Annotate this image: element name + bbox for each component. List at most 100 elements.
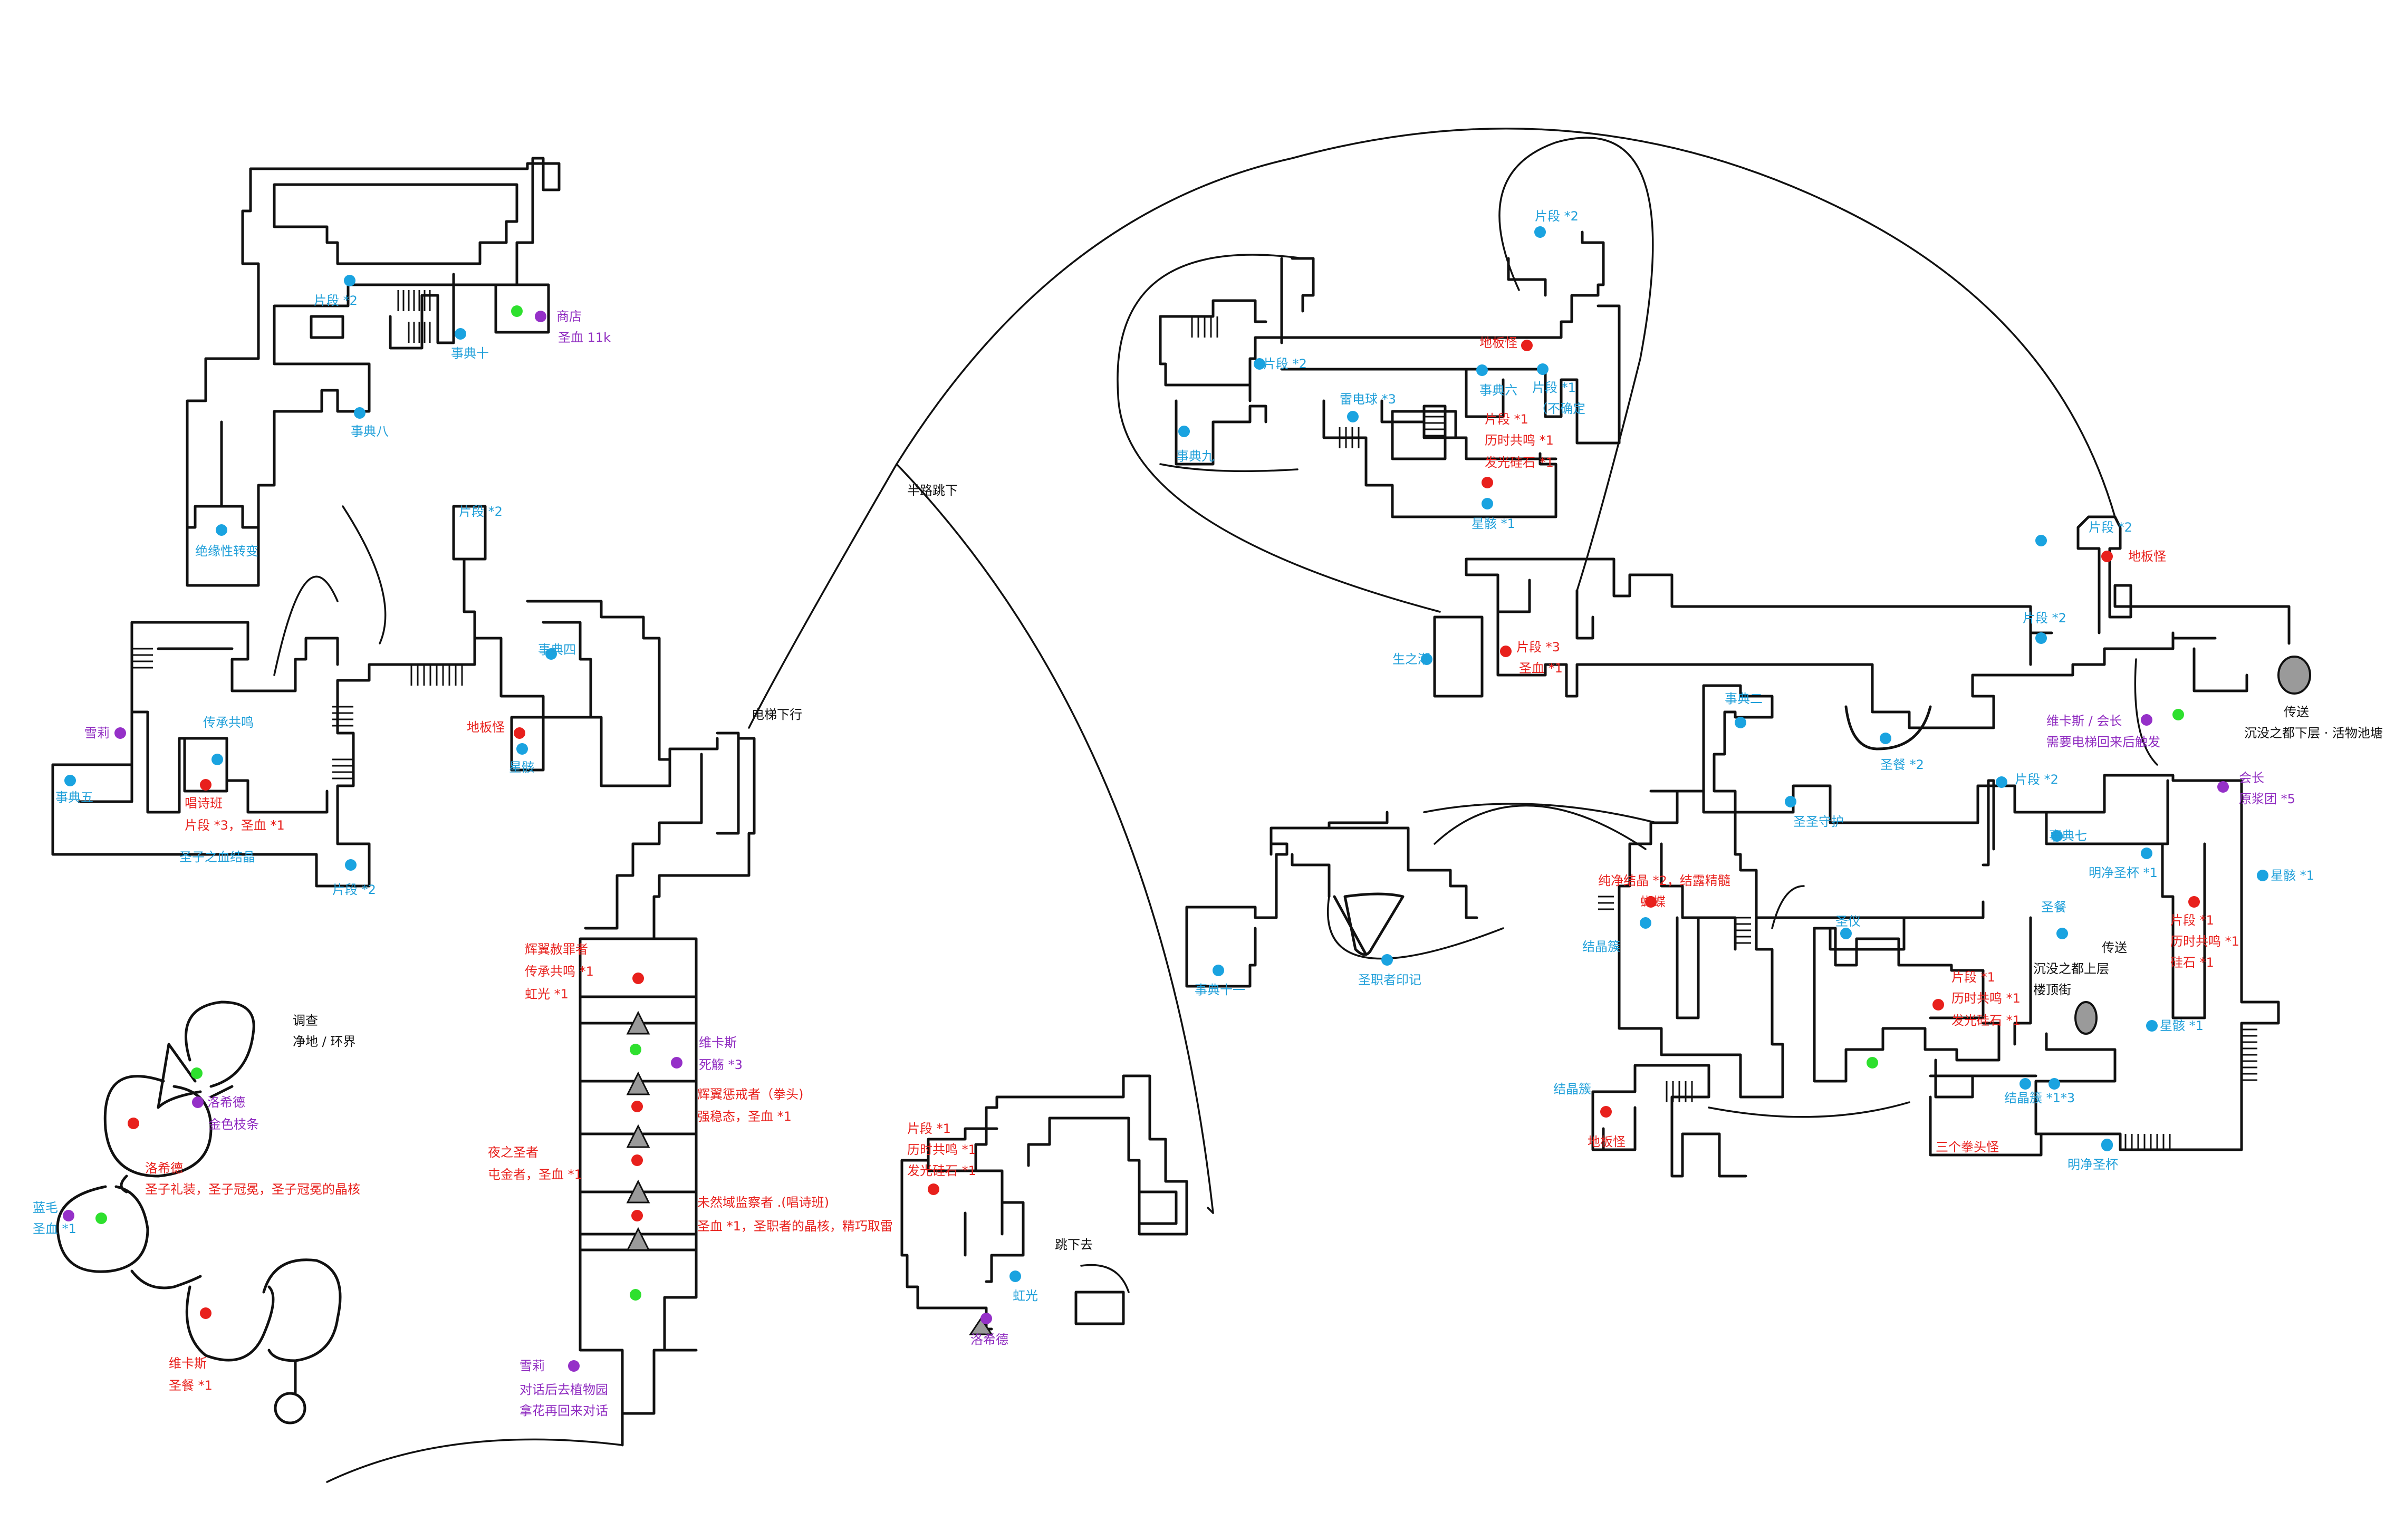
map-label: 发光硅石 *1 [1951,1013,2021,1028]
map-label: 虹光 *1 [525,987,569,1002]
dot [631,1154,643,1166]
dot [511,305,523,317]
dot [632,973,644,984]
map-label: 雷电球 *3 [1340,392,1396,407]
map-label: 发光硅石 *1 [907,1163,976,1178]
dot [1537,363,1549,375]
map-label: 原浆团 *5 [2239,792,2295,806]
dot [114,727,126,739]
dot [1482,498,1493,509]
dot [2049,1078,2060,1090]
map-label: 楼顶街 [2033,983,2071,997]
dot [516,743,528,755]
map-label: 绝缘性转变 [195,544,258,559]
tower-triangle-markers [626,1010,993,1335]
map-label: 事典十一 [1195,983,1245,997]
left-circle-rooms [56,1000,342,1424]
map-label: 圣仪 [1835,914,1861,929]
dot [630,1289,641,1301]
dot [200,1307,211,1319]
dot [1534,226,1546,238]
map-label: 星骸 *1 [1472,516,1515,531]
map-label: 洛希德 [970,1332,1008,1347]
dot [514,727,525,739]
map-label: 纯净结晶 *2，结露精髓 [1598,873,1730,888]
dot [344,275,355,286]
map-label: 圣血 11k [558,330,611,345]
dot [671,1057,682,1069]
dot [1867,1057,1878,1069]
map-label: 圣子之血结晶 [179,850,255,864]
right-central-rooms [1433,515,2291,750]
map-label: 星骸 [509,760,534,775]
left-top-rooms [51,157,671,888]
map-label: 事典八 [351,424,389,439]
dot [192,1096,204,1108]
dot [2257,870,2268,881]
map-label: 传送 [2284,705,2309,719]
dot [1381,954,1393,966]
dot [1932,999,1944,1010]
dot [928,1183,939,1195]
teleport-oval-lower-city [2277,656,2311,695]
map-label: 维卡斯 / 会长 [2046,714,2122,728]
map-label: 调查 [293,1013,318,1028]
map-label: 地板怪 [2128,549,2166,564]
dot [2141,714,2152,726]
dot [1347,411,1359,422]
map-label: 会长 [2239,771,2264,785]
dot [1178,426,1190,437]
stair-hatches [132,290,2257,1150]
map-label: 生之潮 [1392,652,1430,667]
map-label: 传承共鸣 [203,715,254,730]
map-label: 明净圣杯 *1 [2089,865,2158,880]
map-label: 结晶簇 *1*3 [2004,1091,2075,1105]
map-label: 商店 [556,309,582,324]
dot [191,1067,203,1079]
dot [1482,477,1493,488]
dot [1880,733,1891,744]
dot [2101,1140,2113,1151]
map-label: 虹光 [1013,1288,1038,1303]
map-label: 需要电梯回来后触发 [2046,735,2160,749]
map-label: 三个拳头怪 [1936,1140,1999,1154]
dot [1735,717,1746,728]
map-label: 圣餐 *2 [1880,757,1924,772]
dot [535,311,546,322]
dot [631,1210,643,1221]
teleport-oval-upper-city [2074,1001,2098,1035]
map-label: 事典四 [538,642,576,657]
map-label: 圣餐 *1 [169,1378,213,1393]
map-label: 屯金者，圣血 *1 [488,1167,582,1182]
map-label: 维卡斯 [169,1356,207,1371]
dot [2217,781,2229,793]
map-dots [63,226,2268,1372]
map-label: 圣血 *1，圣职者的晶核，精巧取雷 [697,1219,893,1234]
map-label: 片段 *2 [2089,520,2132,535]
top-right-rooms [1159,230,1621,518]
map-label: （不确定 [1535,401,1585,416]
dot [980,1313,992,1324]
map-label: 明净圣杯 [2067,1157,2118,1172]
dot [2101,551,2113,562]
map-label: 发光硅石 *1 [1485,455,1554,470]
map-label: 结晶簇 [1582,939,1620,954]
map-label: 片段 *2 [314,293,358,308]
map-label: 片段 *2 [1535,209,1579,224]
dot [354,407,366,419]
map-label: 洛希德 [207,1095,245,1110]
dot [1640,917,1651,929]
dot [631,1101,643,1112]
dot [1421,653,1432,665]
map-label: 事典六 [1479,383,1517,398]
map-label: 拿花再回来对话 [520,1403,608,1418]
map-label: 片段 *2 [332,882,376,897]
map-label: 片段 *1 [2170,913,2214,928]
dot [1600,1106,1612,1118]
dot [200,779,211,791]
map-label: 星骸 *1 [2271,868,2314,883]
dot [216,524,227,536]
map-label: 片段 *1 [1951,970,1995,985]
map-label: 历时共鸣 *1 [1951,991,2021,1006]
